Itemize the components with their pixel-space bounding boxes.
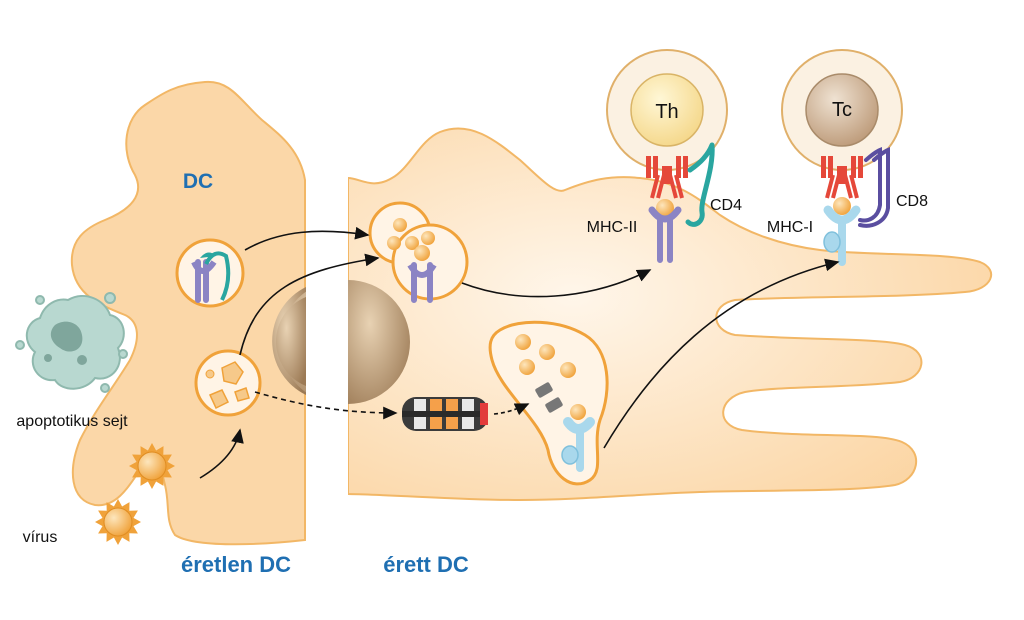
separator-gap [306, 150, 348, 550]
mature-dc-body [347, 127, 992, 502]
surface-mhc-i [823, 197, 861, 266]
tcr-th [646, 156, 688, 199]
nucleus-right-visible [348, 280, 410, 404]
tc-label: Tc [832, 99, 852, 121]
th-cell [606, 49, 728, 171]
immature-dc-body [70, 80, 306, 546]
virus-icon [129, 443, 175, 489]
virus-label: vírus [23, 529, 58, 546]
tc-cell [781, 49, 903, 171]
phagosome-apoptotic-fragments [194, 349, 262, 417]
endosome-with-mhc-ii [175, 238, 245, 308]
tcr-tc [821, 156, 863, 199]
arrow-phagosome-to-loading [239, 253, 380, 356]
surface-mhc-ii [648, 199, 682, 263]
arrow-proteasome-to-er [493, 403, 530, 416]
arrow-endosome-to-loading [244, 226, 370, 251]
mhc-ii-label: MHC-II [587, 219, 638, 236]
th-label: Th [655, 101, 678, 123]
immature-dc-label: éretlen DC [181, 552, 291, 577]
dc-label: DC [183, 170, 213, 193]
cd8-molecule [858, 147, 890, 228]
mhc-ii-loading-compartment [368, 201, 469, 303]
mhc-i-label: MHC-I [767, 219, 813, 236]
cd8-label: CD8 [896, 193, 928, 210]
mature-dc-label: érett DC [383, 552, 469, 577]
proteasome-icon [402, 397, 488, 431]
virus-icon [95, 499, 141, 545]
arrow-er-to-mhc-i-surface [603, 258, 840, 449]
cd4-molecule [685, 142, 715, 227]
arrow-loading-to-mhc-ii-surface [461, 269, 652, 298]
cd4-label: CD4 [710, 197, 742, 214]
nucleus-left-visible [275, 297, 306, 386]
apoptotic-cell-label: apoptotikus sejt [16, 413, 128, 430]
arrow-virus-to-phagosome [199, 428, 244, 479]
apoptotic-cell-icon [15, 292, 128, 393]
er-mhc-i-loading-compartment [488, 320, 609, 486]
